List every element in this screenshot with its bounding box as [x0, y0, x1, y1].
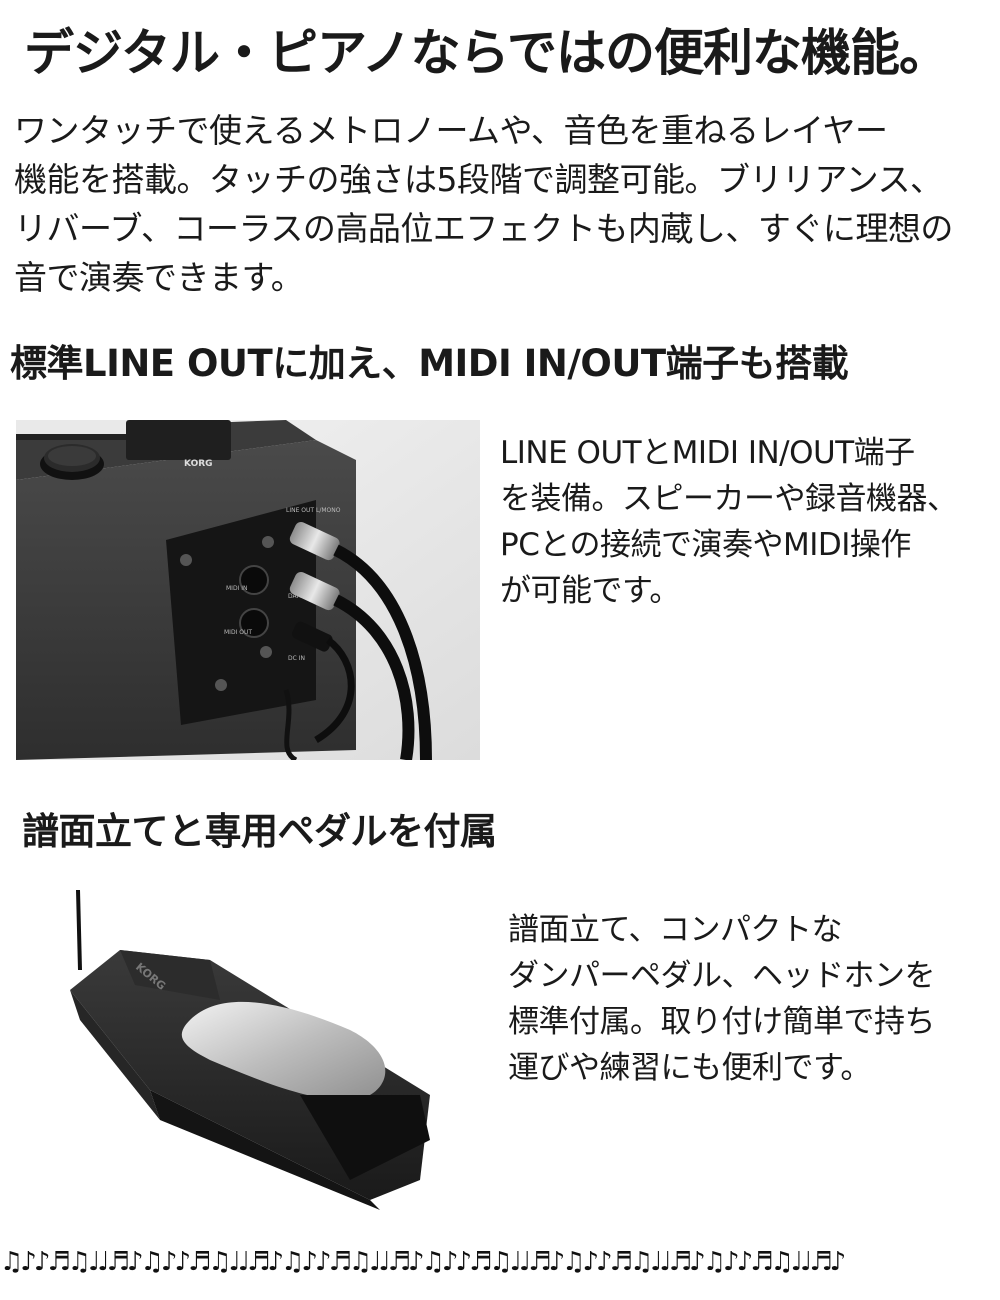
- accessories-description-line: ダンパーペダル、ヘッドホンを: [508, 958, 936, 994]
- accessories-description-line: 運びや練習にも便利です。: [508, 1050, 871, 1086]
- line-out-label: LINE OUT L/MONO: [286, 507, 341, 514]
- rear-panel-photo: KORG MIDI IN MIDI OUT LINE OUT L/MONO DA…: [16, 420, 480, 760]
- midi-out-label: MIDI OUT: [224, 629, 252, 636]
- accessories-description-line: 譜面立て、コンパクトな: [508, 912, 842, 948]
- outputs-description-line: を装備。スピーカーや録音機器、: [500, 481, 958, 517]
- intro-line: ワンタッチで使えるメトロノームや、音色を重ねるレイヤー: [14, 111, 888, 150]
- brand-label: KORG: [184, 459, 213, 469]
- outputs-description-line: PCとの接続で演奏やMIDI操作: [500, 527, 911, 563]
- intro-line: 機能を搭載。タッチの強さは5段階で調整可能。ブリリアンス、: [14, 160, 943, 199]
- intro-line: リバーブ、コーラスの高品位エフェクトも内蔵し、すぐに理想の: [14, 209, 953, 248]
- outputs-description-line: LINE OUTとMIDI IN/OUT端子: [500, 435, 915, 471]
- damper-pedal-illustration: KORG: [70, 889, 430, 1210]
- section-heading-outputs: 標準LINE OUTに加え、MIDI IN/OUT端子も搭載: [10, 342, 849, 385]
- intro-paragraph: ワンタッチで使えるメトロノームや、音色を重ねるレイヤー 機能を搭載。タッチの強さ…: [14, 106, 990, 302]
- accessories-description-line: 標準付属。取り付け簡単で持ち: [508, 1004, 936, 1040]
- dc-in-label: DC IN: [288, 655, 305, 662]
- midi-in-label: MIDI IN: [226, 585, 248, 592]
- section-heading-accessories: 譜面立てと専用ペダルを付属: [22, 810, 497, 853]
- outputs-description-line: が可能です。: [500, 573, 680, 609]
- page-title: デジタル・ピアノならではの便利な機能。: [24, 24, 949, 82]
- intro-line: 音で演奏できます。: [14, 258, 304, 297]
- outputs-description: LINE OUTとMIDI IN/OUT端子 を装備。スピーカーや録音機器、 P…: [500, 430, 958, 614]
- damper-pedal-photo: KORG: [50, 880, 440, 1210]
- accessories-description: 譜面立て、コンパクトな ダンパーペダル、ヘッドホンを 標準付属。取り付け簡単で持…: [508, 907, 936, 1091]
- rear-panel-illustration: KORG MIDI IN MIDI OUT LINE OUT L/MONO DA…: [16, 420, 480, 760]
- music-notes-border: ♫♪♪♬♫♩♩♬♪♫♪♪♬♫♩♩♬♪♫♪♪♬♫♩♩♬♪♫♪♪♬♫♩♩♬♪♫♪♪♬…: [0, 1247, 846, 1277]
